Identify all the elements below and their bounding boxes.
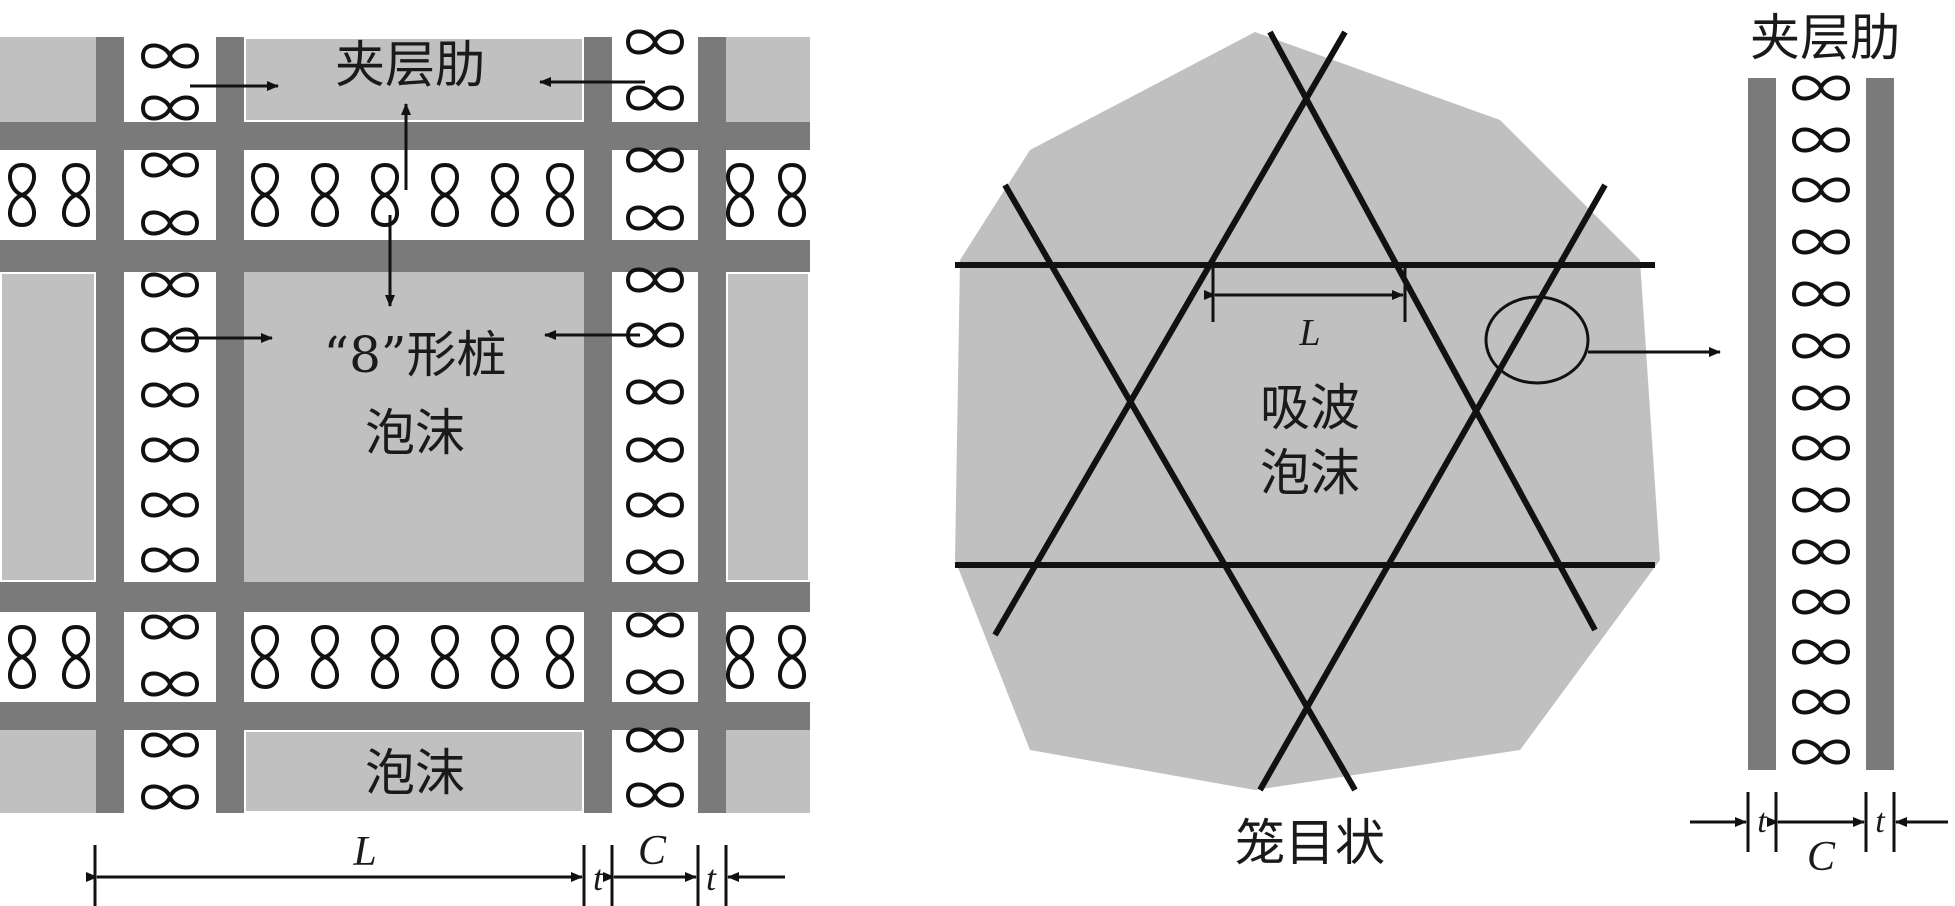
detail-magnifier-ellipse: [1484, 295, 1590, 385]
rib-label-top: 夹层肋: [335, 36, 485, 94]
kagome-line-d3: [1002, 183, 1358, 792]
center-dimension: [1204, 268, 1407, 322]
kagome-line-d2: [1267, 30, 1598, 632]
foam-label-bottom: 泡沫: [365, 744, 465, 802]
dim-L-left: L: [352, 829, 376, 875]
dim-t-right-1: t: [1757, 803, 1768, 840]
kagome-rib-lines: [955, 30, 1655, 792]
kagome-line-d4: [1257, 183, 1608, 792]
foam-cell-left-mid: [0, 270, 98, 584]
kagome-panel: L 吸波 泡沫 笼目状: [955, 30, 1721, 872]
dim-C-left: C: [638, 828, 667, 874]
cage-caption: 笼目状: [1235, 814, 1385, 872]
rib-wall-v3: [584, 37, 612, 813]
pile-crossing-2: [612, 150, 698, 240]
absorb-foam-label-line2: 泡沫: [1260, 444, 1360, 502]
rib-label-right: 夹层肋: [1750, 9, 1900, 67]
dim-t-left-2: t: [706, 858, 717, 898]
dim-t-right-2: t: [1875, 803, 1886, 840]
left-dimension-lines: [86, 845, 785, 906]
dim-L-center: L: [1298, 312, 1320, 354]
annotation-arrows: [176, 77, 645, 343]
rib-wall-v1: [96, 37, 124, 813]
pile-foam-label-line1: “8”形桩: [324, 326, 507, 384]
rib-wall-v2: [216, 37, 244, 813]
rib-wall-h2: [0, 240, 810, 272]
kagome-line-d1: [992, 30, 1348, 637]
rib-face-left: [1748, 78, 1776, 770]
foam-cell-right-mid: [724, 270, 812, 584]
rib-wall-v4: [698, 37, 726, 813]
rib-face-right: [1866, 78, 1894, 770]
rib-pile-column: [1792, 75, 1850, 765]
label-backing-center: [286, 300, 556, 470]
absorb-foam-label-line1: 吸波: [1260, 379, 1360, 437]
left-grid-panel: 夹层肋 “8”形桩 泡沫 泡沫 L t C t: [0, 29, 812, 906]
label-backing: [300, 40, 520, 110]
rib-wall-h4: [0, 702, 810, 730]
dim-t-left-1: t: [593, 858, 604, 898]
hexagon-foam: [955, 32, 1660, 790]
pile-foam-label-line2: 泡沫: [365, 404, 465, 462]
rib-wall-h3: [0, 582, 810, 612]
dim-C-right: C: [1807, 834, 1836, 880]
right-dimension-lines: [1690, 792, 1948, 852]
rib-section-panel: 夹层肋 t C t: [1690, 9, 1948, 880]
